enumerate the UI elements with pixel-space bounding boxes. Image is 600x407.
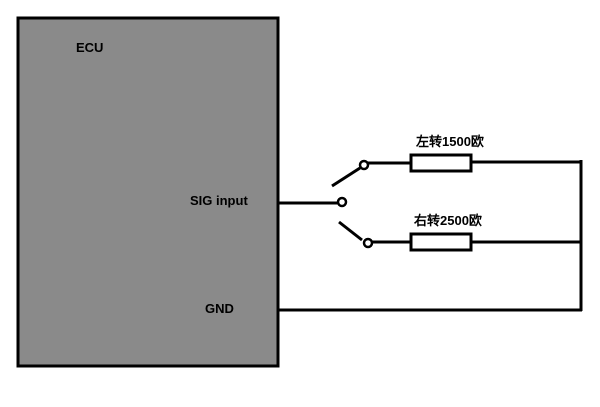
resistor-right-turn-label: 右转2500欧 (413, 213, 482, 228)
resistor-left-turn-label: 左转1500欧 (416, 134, 484, 149)
gnd-label: GND (205, 301, 234, 316)
resistor-left-turn (409, 153, 473, 173)
sig-input-label: SIG input (190, 193, 248, 208)
switch-contact-upper (358, 159, 370, 171)
ecu-title: ECU (76, 40, 103, 55)
switch-blade-lower (338, 220, 363, 242)
resistor-right-turn (409, 232, 473, 252)
switch-contact-lower (362, 237, 374, 249)
switch-blade-upper (331, 166, 361, 188)
switch-pivot (336, 196, 348, 208)
ecu-box (16, 16, 280, 368)
